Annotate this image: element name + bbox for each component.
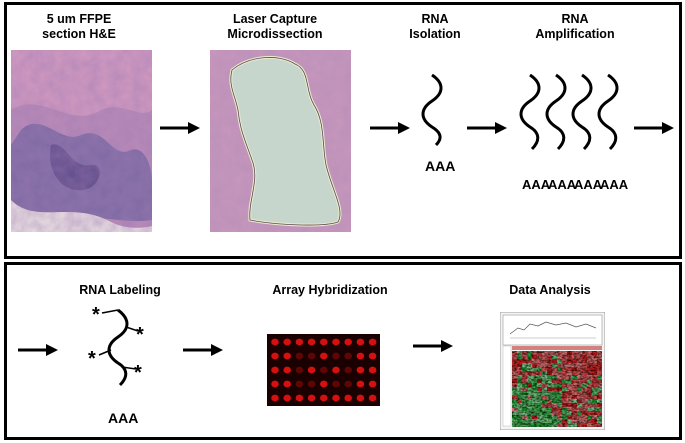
array-spot bbox=[368, 380, 377, 388]
array-spot bbox=[332, 394, 340, 402]
array-spot bbox=[271, 352, 279, 360]
array-spot bbox=[356, 394, 365, 402]
array-spot bbox=[283, 338, 291, 346]
array-spot bbox=[283, 394, 291, 402]
amplified-rna-strand-2: AAA bbox=[545, 73, 577, 192]
arrow-5-icon bbox=[18, 344, 58, 356]
array-spot bbox=[368, 366, 377, 374]
analysis-label: Data Analysis bbox=[509, 283, 591, 297]
array-spot bbox=[307, 352, 316, 360]
label-mark-3: * bbox=[88, 348, 96, 370]
array-spot bbox=[271, 394, 279, 402]
array-spot bbox=[332, 380, 340, 388]
array-spot bbox=[271, 338, 279, 346]
array-spot bbox=[344, 338, 352, 346]
array-spot bbox=[307, 394, 316, 402]
heatmap-image bbox=[500, 312, 605, 430]
lcm-label: Laser Capture Microdissection bbox=[227, 12, 323, 41]
isolation-label: RNA Isolation bbox=[409, 12, 461, 41]
array-spot bbox=[283, 380, 291, 388]
arrow-6-icon bbox=[183, 344, 223, 356]
labeled-rna-icon: * * * * AAA bbox=[88, 304, 144, 426]
amplified-rna-strand-1: AAA bbox=[519, 73, 551, 192]
array-spot bbox=[320, 352, 328, 360]
labeling-label: RNA Labeling bbox=[79, 283, 161, 297]
array-spot bbox=[332, 338, 340, 346]
array-spot bbox=[271, 380, 279, 388]
array-spot bbox=[344, 352, 352, 360]
array-spot bbox=[356, 352, 365, 360]
svg-text:AAA: AAA bbox=[600, 177, 629, 192]
svg-text:AAA: AAA bbox=[574, 177, 603, 192]
rna-molecule-icon: AAA bbox=[421, 73, 455, 174]
array-spot bbox=[320, 394, 328, 402]
array-spot bbox=[295, 380, 304, 388]
poly-a-tail: AAA bbox=[108, 410, 138, 426]
arrow-3-icon bbox=[467, 122, 507, 134]
array-spot bbox=[271, 366, 279, 374]
array-spot bbox=[356, 380, 365, 388]
array-spot bbox=[295, 352, 304, 360]
array-spot bbox=[368, 352, 377, 360]
array-spot bbox=[320, 338, 328, 346]
label-mark-1: * bbox=[92, 304, 100, 326]
amplified-rna-strand-4: AAA bbox=[597, 73, 629, 192]
array-spot bbox=[344, 380, 352, 388]
array-spot bbox=[320, 380, 328, 388]
array-spot bbox=[295, 394, 304, 402]
svg-text:AAA: AAA bbox=[522, 177, 551, 192]
section-label: 5 um FFPE section H&E bbox=[42, 12, 116, 41]
array-spot bbox=[307, 380, 316, 388]
array-spot bbox=[295, 338, 304, 346]
array-spot bbox=[368, 338, 377, 346]
svg-text:AAA: AAA bbox=[548, 177, 577, 192]
amplified-rna-strand-3: AAA bbox=[571, 73, 603, 192]
array-spot bbox=[332, 366, 340, 374]
array-spot bbox=[283, 366, 291, 374]
label-mark-4: * bbox=[134, 362, 142, 384]
arrow-7-icon bbox=[413, 340, 453, 352]
array-spot bbox=[356, 338, 365, 346]
hybridization-label: Array Hybridization bbox=[272, 283, 388, 297]
array-spot bbox=[283, 352, 291, 360]
array-spot bbox=[320, 366, 328, 374]
array-spot bbox=[344, 366, 352, 374]
arrow-4-icon bbox=[634, 122, 674, 134]
array-spot bbox=[344, 394, 352, 402]
array-spot bbox=[332, 352, 340, 360]
array-spot bbox=[356, 366, 365, 374]
array-spot bbox=[295, 366, 304, 374]
arrow-1-icon bbox=[160, 122, 200, 134]
amplified-rna-icon: AAA AAA AAA AAA bbox=[519, 73, 629, 192]
arrow-2-icon bbox=[370, 122, 410, 134]
poly-a-tail: AAA bbox=[425, 158, 455, 174]
amplification-label: RNA Amplification bbox=[535, 12, 615, 41]
he-section-image bbox=[11, 50, 152, 232]
array-spot bbox=[307, 338, 316, 346]
array-spot bbox=[307, 366, 316, 374]
label-mark-2: * bbox=[136, 324, 144, 346]
microarray-image bbox=[267, 334, 380, 406]
array-spot bbox=[368, 394, 377, 402]
lcm-image bbox=[210, 50, 351, 232]
